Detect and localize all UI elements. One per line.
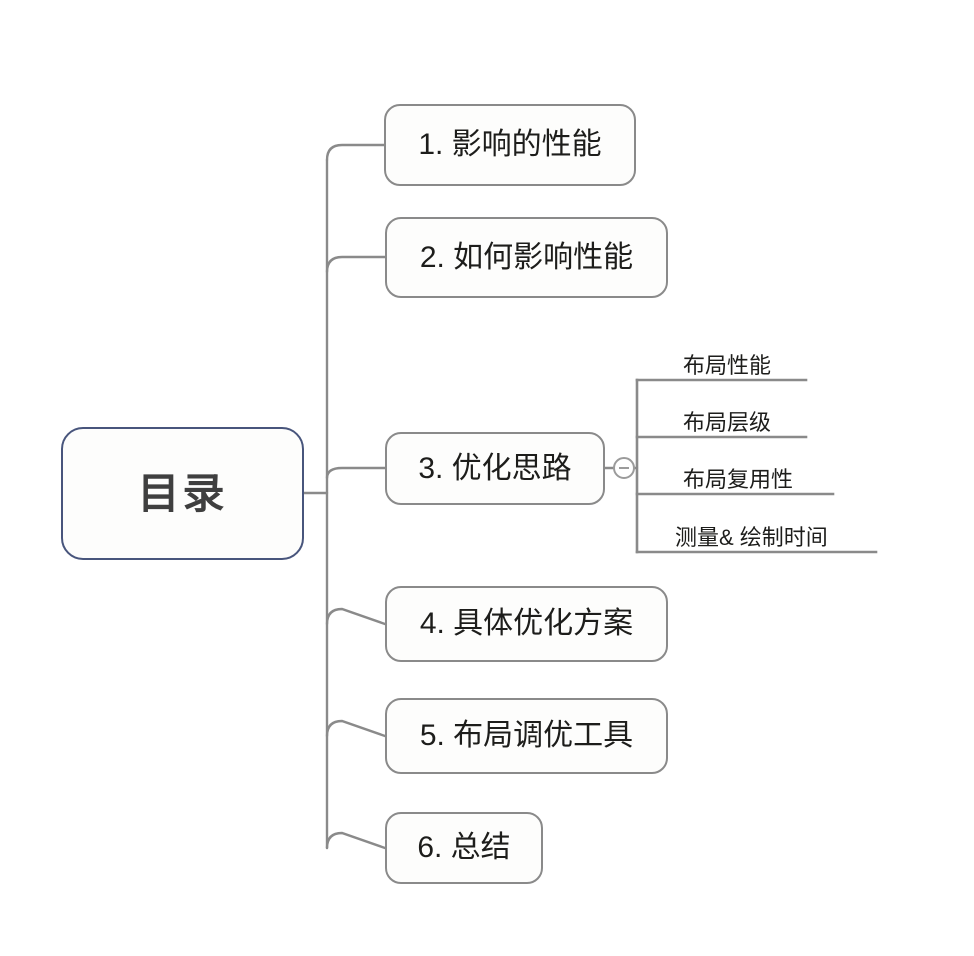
branch-node-3[interactable]: 3. 优化思路 [385, 432, 605, 505]
branch-node-5-label: 5. 布局调优工具 [419, 719, 634, 752]
branch-node-5[interactable]: 5. 布局调优工具 [385, 698, 668, 774]
branch-node-4-label: 4. 具体优化方案 [419, 607, 634, 640]
elbow-branch-5 [325, 719, 387, 738]
elbow-branch-3 [325, 466, 387, 480]
elbow-branch-4 [325, 607, 387, 626]
minus-icon [619, 467, 629, 469]
elbow-branch-1 [325, 143, 386, 162]
sub-branch-2[interactable]: 布局层级 [679, 395, 775, 437]
sub-branch-1[interactable]: 布局性能 [679, 338, 775, 380]
elbow-branch-2 [325, 255, 387, 274]
branch-node-2[interactable]: 2. 如何影响性能 [385, 217, 668, 298]
branch-node-6[interactable]: 6. 总结 [385, 812, 543, 884]
sub-branch-4-label: 测量& 绘制时间 [675, 524, 828, 550]
sub-branch-2-label: 布局层级 [683, 409, 772, 435]
sub-branch-4[interactable]: 测量& 绘制时间 [671, 510, 832, 552]
branch-node-2-label: 2. 如何影响性能 [419, 240, 634, 274]
branch-node-3-label: 3. 优化思路 [418, 451, 572, 485]
sub-branch-3[interactable]: 布局复用性 [679, 452, 797, 494]
root-node[interactable]: 目录 [61, 427, 304, 560]
collapse-toggle-icon[interactable] [613, 457, 635, 479]
branch-node-1[interactable]: 1. 影响的性能 [384, 104, 636, 186]
branch-node-4[interactable]: 4. 具体优化方案 [385, 586, 668, 662]
elbow-branch-6 [325, 831, 387, 850]
root-node-label: 目录 [137, 469, 228, 517]
sub-branch-1-label: 布局性能 [683, 352, 772, 378]
branch-node-6-label: 6. 总结 [417, 831, 511, 864]
branch-node-1-label: 1. 影响的性能 [418, 128, 602, 161]
sub-branch-3-label: 布局复用性 [683, 466, 794, 492]
